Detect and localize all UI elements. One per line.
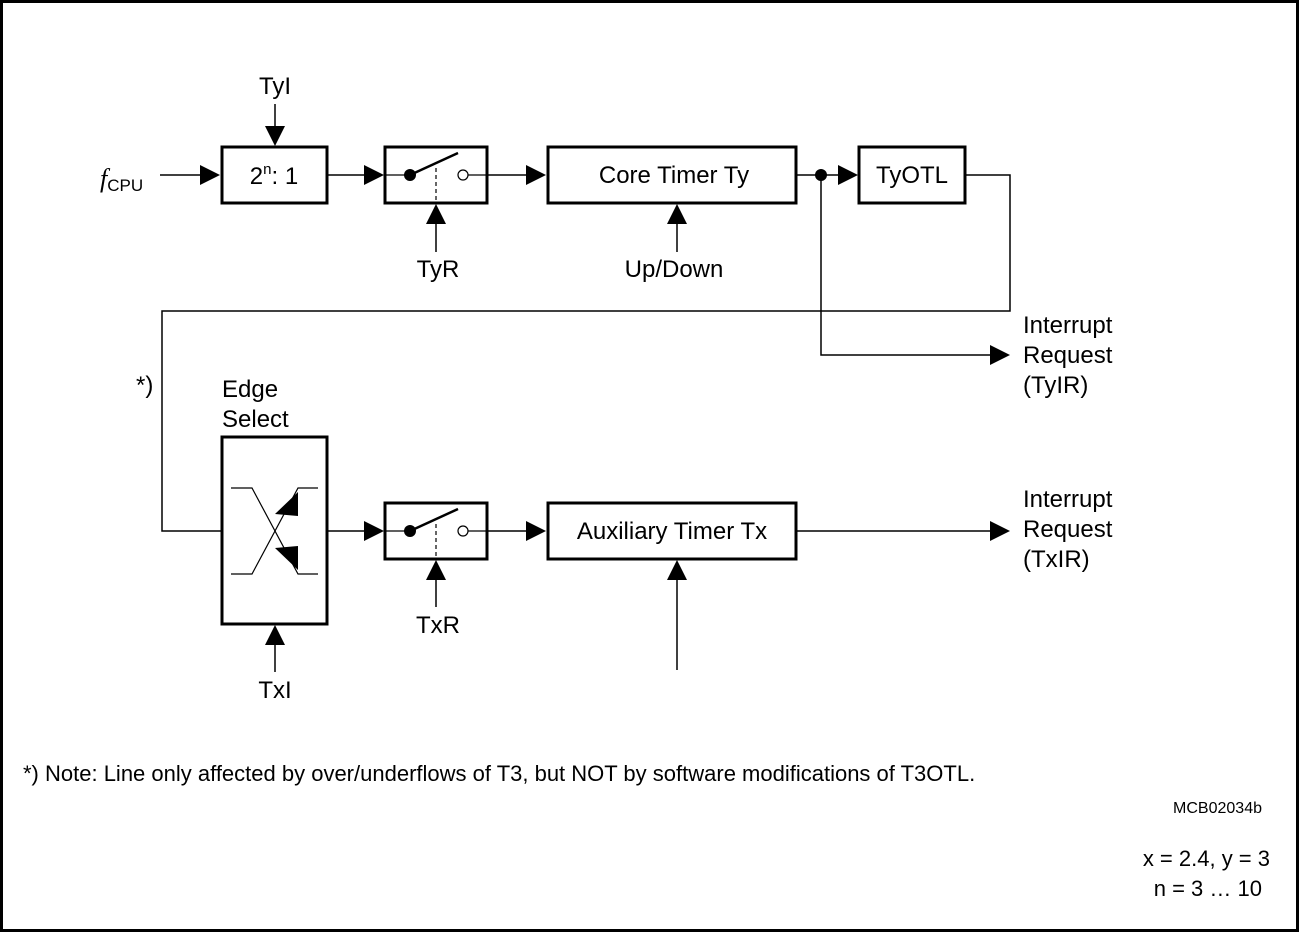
txir-label-line2: Request [1023, 516, 1113, 543]
run-switch-tx-lever [409, 507, 459, 533]
parameters-line1: x = 2.4, y = 3 [1143, 846, 1270, 871]
tyir-label-line2: Request [1023, 342, 1113, 369]
tyotl-label: TyOTL [876, 162, 948, 189]
txr-label: TxR [416, 612, 460, 639]
run-switch-ty-contact [457, 169, 469, 181]
edge-select-falling-arrow [275, 546, 298, 570]
run-switch-tx-contact [457, 525, 469, 537]
tyotl-in-arrowhead [838, 165, 858, 185]
tyi-label: TyI [259, 73, 291, 100]
txir-label-line1: Interrupt [1023, 486, 1113, 513]
aux-timer-box [546, 501, 798, 561]
aux-in-arrowhead [526, 521, 546, 541]
fcpu-label: fCPU [100, 164, 143, 195]
aux-control-arrowhead [667, 560, 687, 580]
prescaler-label: 2n: 1 [250, 161, 298, 190]
run-switch-ty-lever [409, 151, 459, 177]
tyotl-feedback-wire [161, 174, 1011, 532]
tyir-arrowhead [990, 345, 1010, 365]
txir-arrowhead [990, 521, 1010, 541]
switch1-in-arrowhead [364, 165, 384, 185]
edge-select-rising-arrow [275, 492, 298, 516]
txi-label: TxI [258, 677, 291, 704]
switch2-in-arrowhead [364, 521, 384, 541]
footnote-text: *) Note: Line only affected by over/unde… [23, 761, 975, 786]
tyir-label-line3: (TyIR) [1023, 372, 1088, 399]
tyir-label-line1: Interrupt [1023, 312, 1113, 339]
parameters-line2: n = 3 … 10 [1154, 876, 1262, 901]
footnote-marker: *) [136, 372, 153, 399]
core-in-arrowhead [526, 165, 546, 185]
txir-label-line3: (TxIR) [1023, 546, 1090, 573]
tyotl-box [857, 145, 967, 205]
txi-arrowhead [265, 625, 285, 645]
tyr-label: TyR [417, 256, 460, 283]
prescaler-box [220, 145, 329, 205]
core-timer-label: Core Timer Ty [599, 162, 749, 189]
core-timer-box [546, 145, 798, 205]
tyi-arrowhead [265, 126, 285, 146]
figure-id: MCB02034b [1173, 800, 1262, 817]
edge-select-lower-path [231, 487, 318, 575]
edge-select-label-line2: Select [222, 406, 289, 433]
edge-select-label-line1: Edge [222, 376, 278, 403]
txr-arrowhead [426, 560, 446, 580]
aux-timer-label: Auxiliary Timer Tx [577, 518, 767, 545]
up-down-arrowhead [667, 204, 687, 224]
tyr-arrowhead [426, 204, 446, 224]
up-down-label: Up/Down [625, 256, 724, 283]
tyir-wire [820, 175, 992, 356]
fcpu-arrowhead [200, 165, 220, 185]
